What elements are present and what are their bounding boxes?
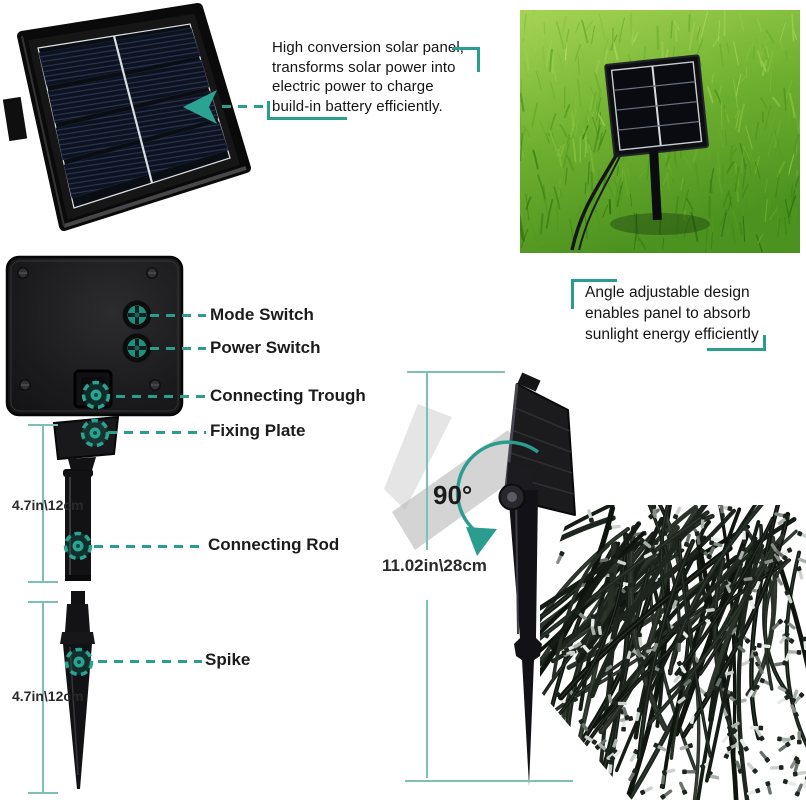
label-mode-switch: Mode Switch <box>210 305 314 324</box>
angle-value: 90° <box>433 480 473 510</box>
power-switch-button <box>122 333 152 363</box>
panel-side-tab <box>2 96 28 142</box>
annotation-line: build-in battery efficiently. <box>272 97 443 115</box>
dashed-connector <box>222 105 267 108</box>
bracket-icon <box>452 47 480 72</box>
mode-switch-button <box>122 300 152 330</box>
label-connecting-trough: Connecting Trough <box>210 386 366 405</box>
annotation-line: High conversion solar panel, <box>272 39 465 56</box>
bracket-icon <box>707 335 766 351</box>
label-power-switch: Power Switch <box>210 338 321 357</box>
screw-icon <box>17 267 161 391</box>
part-marker-icon <box>63 380 111 677</box>
dashed-connector <box>116 395 206 398</box>
annotation-line: sunlight energy efficiently <box>585 326 759 343</box>
measurement-lines <box>28 371 573 794</box>
annotation-line: Angle adjustable design <box>585 284 750 301</box>
annotation-line: enables panel to absorb <box>585 305 751 322</box>
measurement-spike: 4.7in\12cm <box>12 688 84 704</box>
annotation-line: transforms solar power into <box>272 58 456 76</box>
panel-stake <box>649 149 662 221</box>
connecting-rod <box>63 469 93 581</box>
power-cable <box>570 151 620 251</box>
measurement-rod: 4.7in\12cm <box>12 497 84 513</box>
rotation-arrow-icon <box>455 440 540 535</box>
wire-bundle <box>540 505 806 800</box>
grass-photo <box>520 10 800 253</box>
dashed-connector <box>98 660 202 663</box>
label-spike: Spike <box>205 650 251 669</box>
spike-part <box>60 591 95 789</box>
dashed-connector <box>94 545 202 548</box>
device-body <box>5 255 184 417</box>
bracket-icon <box>571 279 617 309</box>
annotation-line: electric power to charge <box>272 78 434 95</box>
pointer-arrow-icon <box>183 90 217 124</box>
measurement-height: 11.02in\28cm <box>382 556 487 575</box>
dashed-connector <box>150 347 206 350</box>
staked-solar-panel <box>604 54 709 158</box>
solar-panel-annotation: High conversion solar panel, transforms … <box>272 38 464 116</box>
angle-annotation: Angle adjustable design enables panel to… <box>585 282 759 345</box>
label-connecting-rod: Connecting Rod <box>208 535 340 554</box>
device-back-view <box>5 255 184 789</box>
solar-panel-photo <box>2 3 251 231</box>
bracket-icon <box>267 101 347 120</box>
ghost-panel <box>384 404 452 510</box>
string-lights-photo <box>540 505 806 800</box>
dashed-connector <box>150 314 206 317</box>
rotation-arrowhead-icon <box>466 527 497 556</box>
dashed-connector <box>108 431 206 434</box>
label-fixing-plate: Fixing Plate <box>210 421 306 440</box>
